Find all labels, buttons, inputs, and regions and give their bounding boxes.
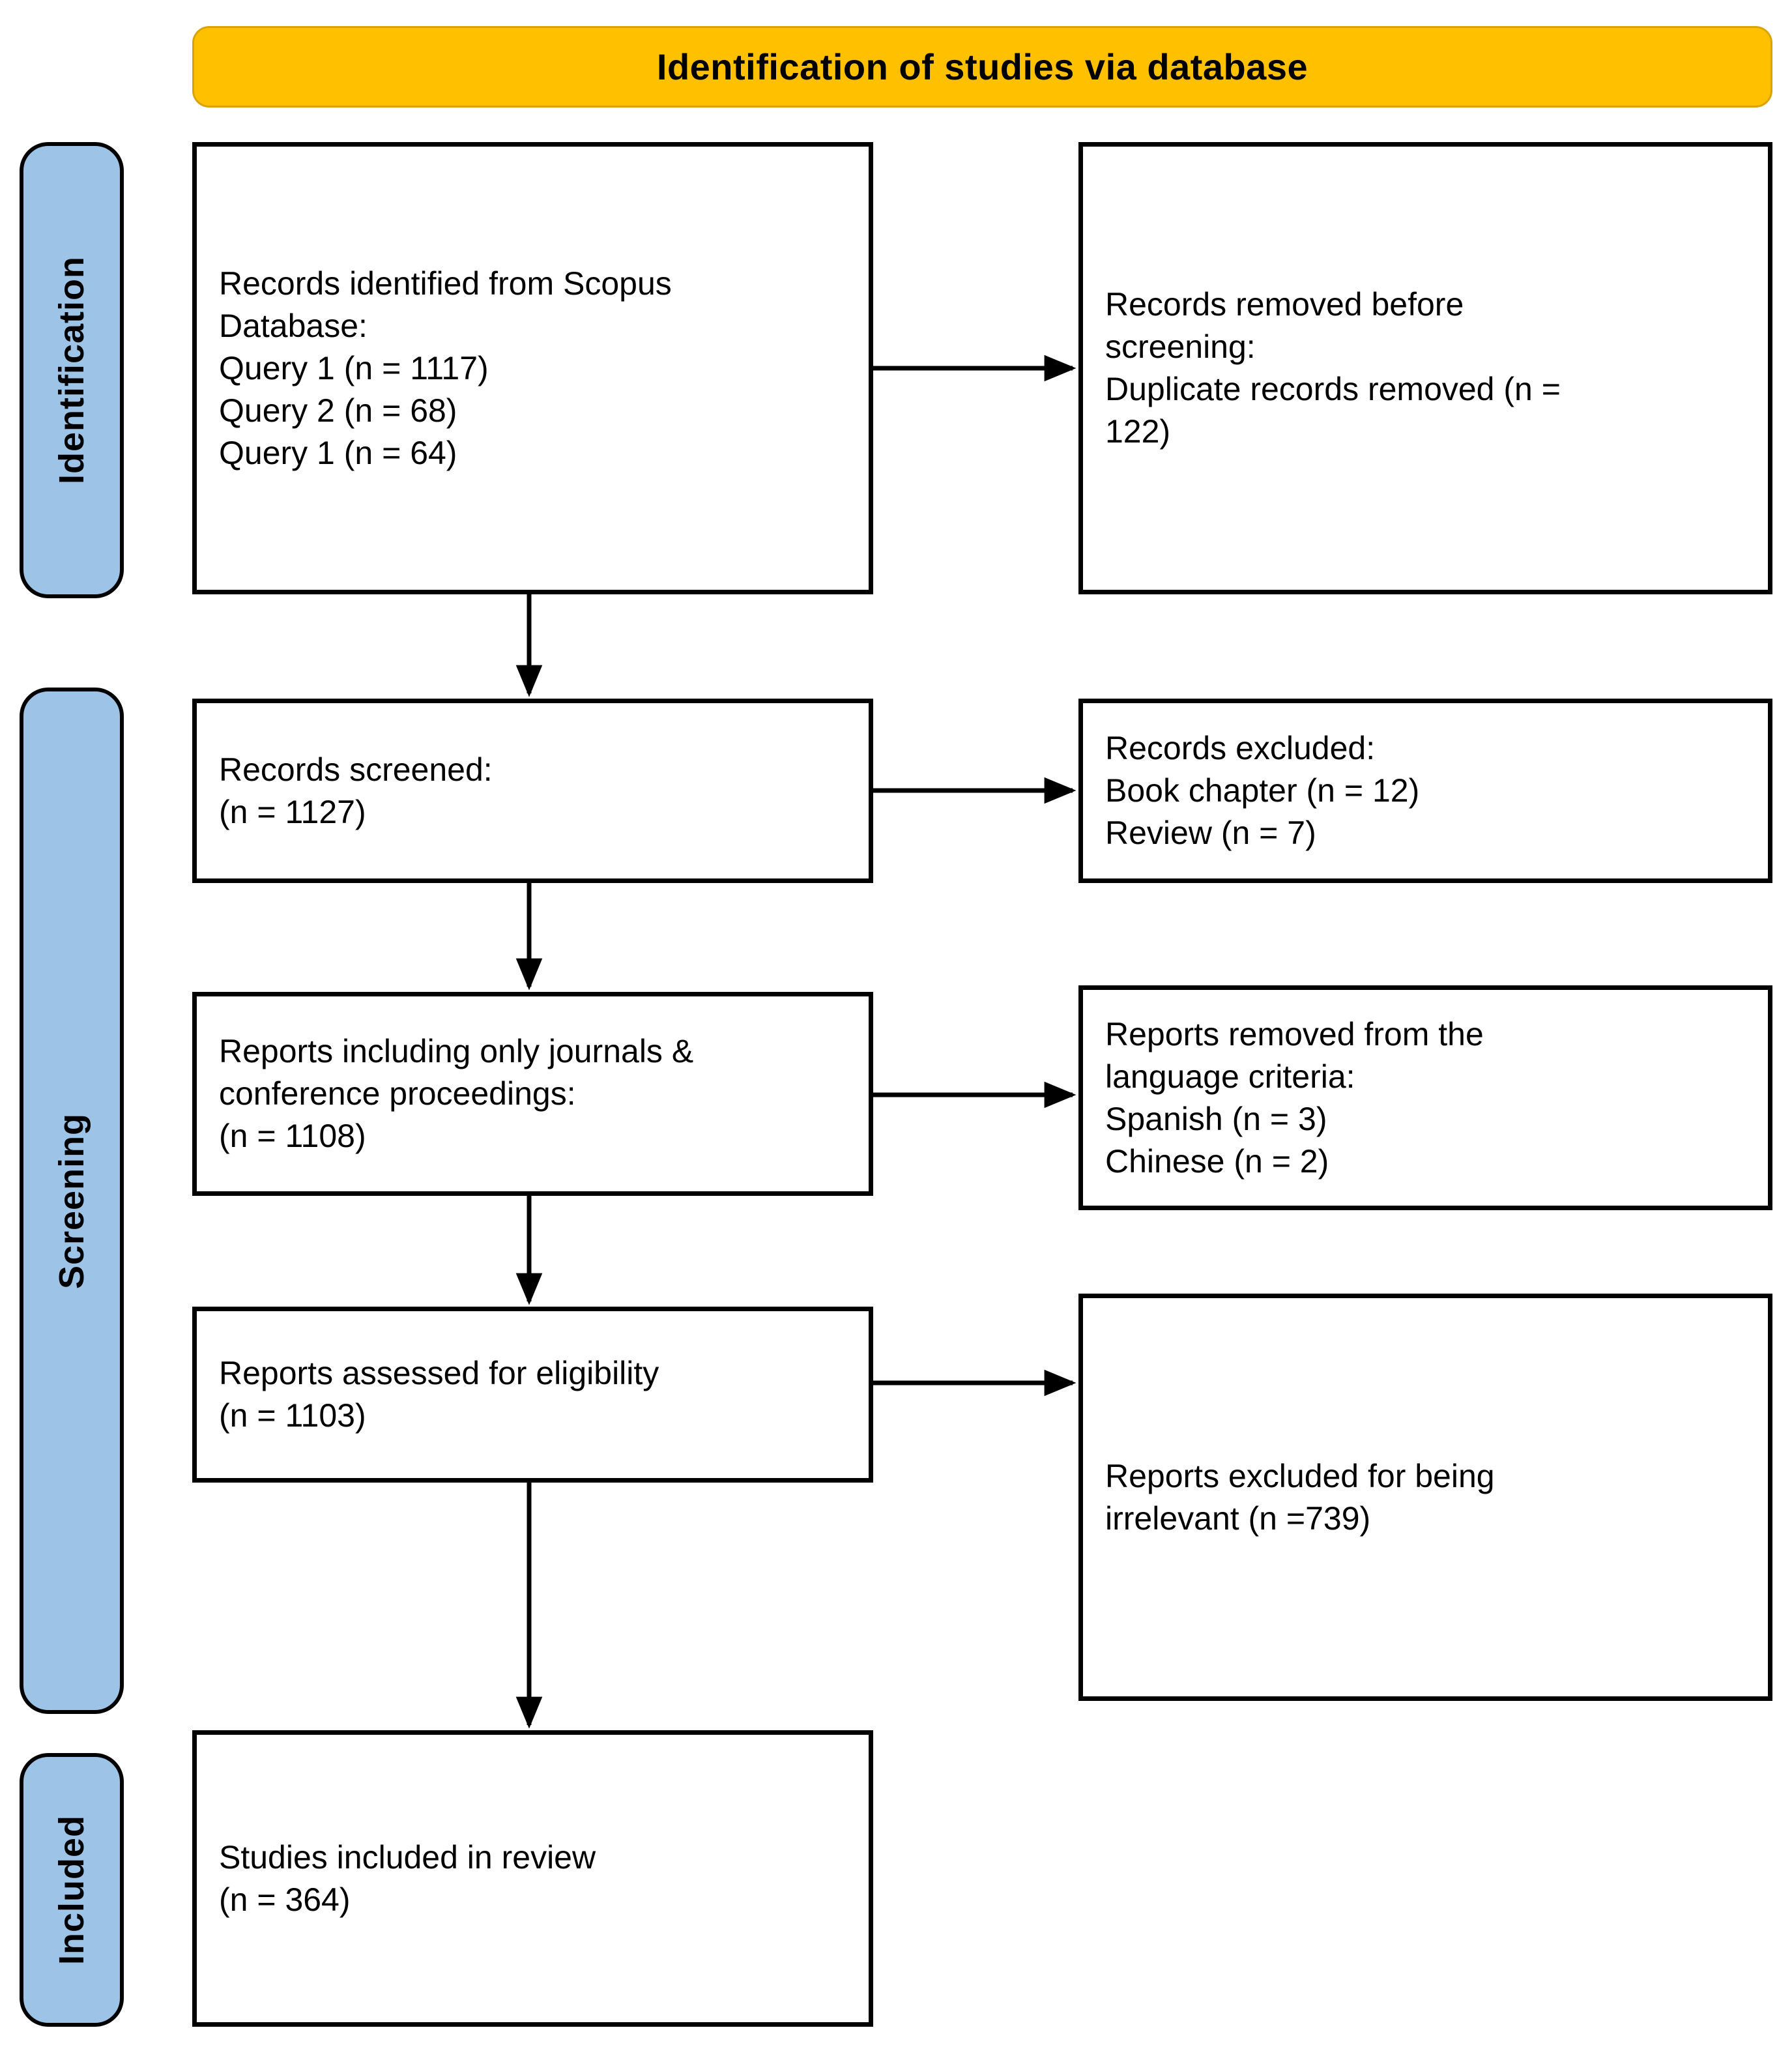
box-records-excluded: Records excluded: Book chapter (n = 12) … [1078, 699, 1772, 883]
box-records-identified: Records identified from Scopus Database:… [192, 142, 873, 594]
stage-label-identification: Identification [52, 256, 91, 484]
stage-tab-identification: Identification [20, 142, 124, 598]
box-reports-removed-language: Reports removed from the language criter… [1078, 985, 1772, 1210]
box-records-excluded-text: Records excluded: Book chapter (n = 12) … [1105, 730, 1420, 851]
box-reports-journals-conference-text: Reports including only journals & confer… [219, 1033, 694, 1154]
box-studies-included-text: Studies included in review (n = 364) [219, 1838, 596, 1918]
box-records-screened-text: Records screened: (n = 1127) [219, 751, 493, 830]
box-reports-removed-language-text: Reports removed from the language criter… [1105, 1015, 1484, 1180]
box-reports-journals-conference: Reports including only journals & confer… [192, 992, 873, 1196]
box-records-removed-before-screening-text: Records removed before screening: Duplic… [1105, 286, 1561, 450]
banner-title: Identification of studies via database [656, 46, 1308, 87]
stage-label-screening: Screening [52, 1112, 91, 1289]
box-records-identified-text: Records identified from Scopus Database:… [219, 265, 672, 471]
box-records-screened: Records screened: (n = 1127) [192, 699, 873, 883]
box-records-removed-before-screening: Records removed before screening: Duplic… [1078, 142, 1772, 594]
stage-label-included: Included [52, 1814, 92, 1965]
stage-tab-screening: Screening [20, 688, 124, 1714]
box-studies-included: Studies included in review (n = 364) [192, 1730, 873, 2027]
box-reports-assessed-eligibility: Reports assessed for eligibility (n = 11… [192, 1307, 873, 1483]
box-reports-excluded-irrelevant-text: Reports excluded for being irrelevant (n… [1105, 1457, 1495, 1537]
diagram-banner: Identification of studies via database [192, 26, 1772, 108]
box-reports-excluded-irrelevant: Reports excluded for being irrelevant (n… [1078, 1294, 1772, 1701]
stage-tab-included: Included [20, 1753, 124, 2027]
box-reports-assessed-eligibility-text: Reports assessed for eligibility (n = 11… [219, 1355, 659, 1434]
